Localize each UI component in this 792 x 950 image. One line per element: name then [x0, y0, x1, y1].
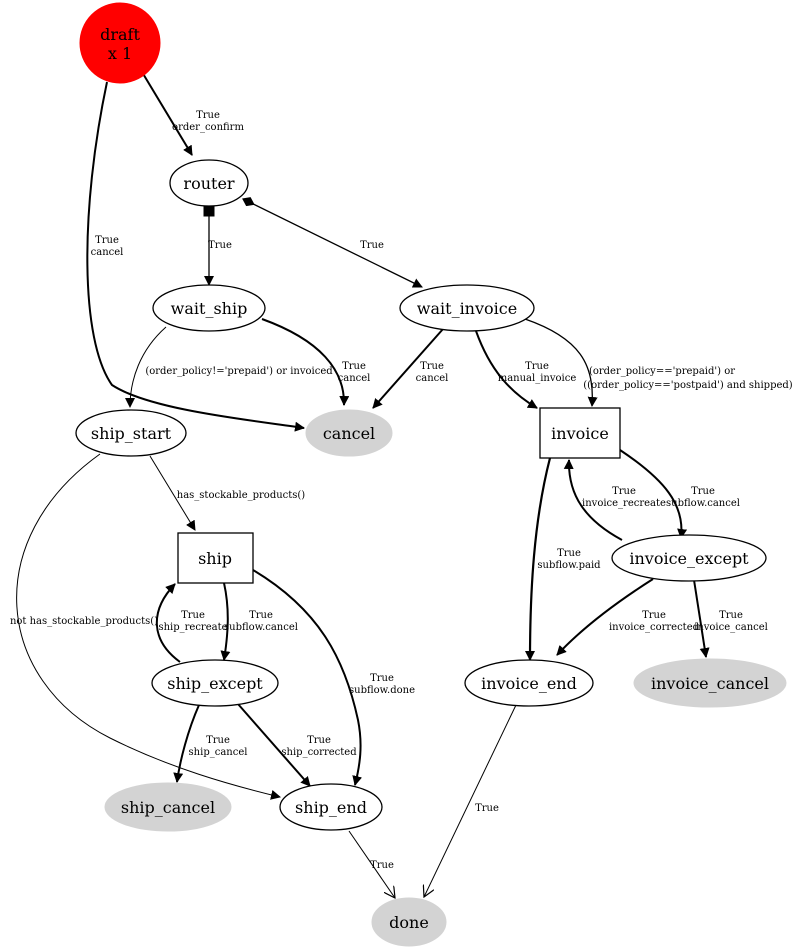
edge-router-wait-invoice: True — [242, 197, 423, 288]
node-cancel: cancel — [305, 409, 393, 457]
node-label: cancel — [323, 424, 375, 443]
edge-invoice-end-done: True — [424, 704, 517, 897]
edge-label: True — [557, 548, 581, 559]
edge-invoice-invoice-end: True subflow.paid — [525, 457, 601, 661]
edge-label: True — [370, 860, 394, 871]
edge-label: True — [475, 803, 499, 814]
edge-ship-except-ship-end: True ship_corrected — [237, 703, 357, 787]
node-wait-ship: wait_ship — [152, 284, 266, 332]
node-label: invoice — [551, 424, 609, 443]
edge-label: True — [208, 240, 232, 251]
node-label: ship_end — [295, 798, 367, 817]
edge-ship-end-done: True — [348, 830, 395, 898]
node-invoice-end: invoice_end — [464, 659, 594, 707]
edge-invoice-except-invoice-cancel: True invoice_cancel — [693, 579, 768, 658]
edge-label: has_stockable_products() — [177, 490, 306, 501]
node-label: ship_except — [167, 674, 263, 693]
edge-wait-invoice-invoice-policy: (order_policy=='prepaid') or ((order_pol… — [524, 318, 792, 407]
edge-wait-invoice-invoice-manual: True manual_invoice — [475, 330, 577, 409]
edge-label: True — [342, 361, 366, 372]
node-done: done — [371, 897, 447, 947]
node-label: ship_start — [91, 424, 172, 443]
edge-label: True — [307, 735, 331, 746]
node-draft: draft x 1 — [79, 2, 161, 84]
node-ship-cancel: ship_cancel — [104, 782, 232, 832]
edge-label: ((order_policy=='postpaid') and shipped) — [583, 380, 792, 391]
edge-draft-cancel: True cancel — [86, 81, 305, 432]
edge-label: True — [95, 235, 119, 246]
edge-label: cancel — [91, 247, 124, 258]
edge-ship-start-ship: has_stockable_products() — [149, 455, 306, 531]
edge-label: True — [196, 110, 220, 121]
node-invoice: invoice — [539, 407, 621, 459]
edge-label: True — [642, 610, 666, 621]
edge-label: True — [206, 735, 230, 746]
edge-router-wait-ship: True — [203, 205, 232, 286]
node-label: done — [389, 913, 429, 932]
edge-invoice-except-invoice-end: True invoice_corrected — [556, 578, 700, 656]
edge-label: True — [249, 610, 273, 621]
edge-label: (order_policy=='prepaid') or — [589, 366, 735, 377]
node-router: router — [169, 159, 249, 207]
node-ship-start: ship_start — [75, 409, 187, 457]
edge-ship-start-ship-end: not has_stockable_products() — [10, 453, 281, 800]
edge-label: invoice_recreate — [582, 498, 666, 509]
node-wait-invoice: wait_invoice — [399, 284, 535, 332]
edge-label: subflow.cancel — [224, 622, 298, 633]
edge-label: True — [719, 610, 743, 621]
node-label: draft — [100, 25, 140, 44]
edge-invoice-except-invoice: True invoice_recreate — [563, 459, 666, 541]
edge-ship-except-ship-cancel: True ship_cancel — [173, 704, 248, 783]
edge-ship-except-ship: True ship_recreate — [155, 583, 228, 663]
edge-draft-router: True order_confirm — [141, 71, 244, 156]
edge-label: not has_stockable_products() — [10, 616, 158, 627]
node-ship-end: ship_end — [279, 783, 383, 831]
node-label: wait_ship — [171, 299, 248, 318]
edge-label: True — [420, 361, 444, 372]
edge-label: ship_cancel — [189, 747, 248, 758]
edge-label: invoice_cancel — [694, 622, 768, 633]
node-label: invoice_end — [481, 674, 577, 693]
edge-ship-ship-end: True subflow.done — [252, 569, 415, 786]
node-label: ship — [198, 549, 232, 568]
edge-label: (order_policy!='prepaid') or invoiced — [145, 366, 333, 377]
edge-label: subflow.cancel — [666, 498, 740, 509]
edge-label: order_confirm — [172, 122, 244, 133]
edge-label: True — [691, 486, 715, 497]
edge-label: manual_invoice — [498, 373, 577, 384]
edge-label: ship_recreate — [158, 622, 227, 633]
node-label: x 1 — [108, 44, 132, 63]
edge-wait-ship-ship-start: (order_policy!='prepaid') or invoiced — [125, 326, 333, 408]
edge-label: True — [525, 361, 549, 372]
node-label: router — [183, 174, 234, 193]
edge-label: invoice_corrected — [609, 622, 700, 633]
edge-wait-invoice-cancel: True cancel — [372, 328, 449, 409]
node-label: ship_cancel — [121, 798, 215, 817]
edge-label: True — [360, 240, 384, 251]
edge-invoice-invoice-except: True subflow.cancel — [619, 449, 740, 539]
edge-label: cancel — [416, 373, 449, 384]
edge-ship-ship-except: True subflow.cancel — [220, 582, 298, 661]
edge-label: True — [612, 486, 636, 497]
edge-wait-ship-cancel: True cancel — [261, 318, 371, 406]
edge-label: True — [370, 673, 394, 684]
edge-label: True — [181, 610, 205, 621]
edge-label: ship_corrected — [281, 747, 357, 758]
node-label: invoice_except — [629, 549, 749, 568]
edge-label: cancel — [338, 373, 371, 384]
node-invoice-except: invoice_except — [611, 534, 767, 582]
edge-label: subflow.paid — [537, 560, 601, 571]
edge-label: subflow.done — [349, 685, 415, 696]
node-invoice-cancel: invoice_cancel — [633, 658, 787, 708]
node-ship-except: ship_except — [151, 659, 279, 707]
node-label: wait_invoice — [417, 299, 517, 318]
node-ship: ship — [177, 532, 254, 584]
node-label: invoice_cancel — [651, 674, 769, 693]
